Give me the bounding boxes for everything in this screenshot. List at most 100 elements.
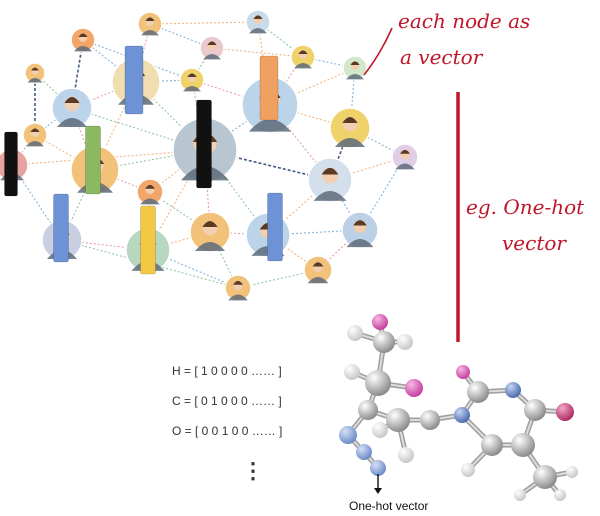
person-body <box>26 141 44 147</box>
molecule-caption: One-hot vector <box>349 499 428 513</box>
molecule-atom <box>339 426 357 444</box>
network-node <box>245 9 271 35</box>
network-node <box>341 211 379 249</box>
network-edge <box>71 107 96 171</box>
person-hair <box>342 117 358 123</box>
network-edge <box>211 47 304 58</box>
person-body <box>195 242 225 251</box>
network-node <box>179 67 205 93</box>
molecule-atom <box>420 410 440 430</box>
person-body <box>307 277 329 284</box>
network-edge <box>149 21 259 25</box>
person-body <box>346 239 374 248</box>
annotation-pointer <box>363 27 393 76</box>
encoding-hydrogen: H = [ 1 0 0 0 0 …… ] <box>172 364 282 378</box>
molecule-atom <box>372 314 388 330</box>
person-body <box>249 119 291 132</box>
molecule-atom <box>370 460 386 476</box>
network-node <box>199 35 225 61</box>
annotation-example-line1: eg. One-hot <box>466 195 585 219</box>
network-node <box>22 122 48 148</box>
person-body <box>183 86 201 92</box>
person-body <box>395 163 415 170</box>
molecule-atom <box>344 364 360 380</box>
person-body <box>313 191 347 201</box>
person-hair <box>353 220 367 226</box>
molecule-atom <box>511 433 535 457</box>
network-node <box>224 274 252 302</box>
person-body <box>27 78 43 83</box>
molecule-atoms <box>339 314 578 501</box>
node-vector-bar <box>196 99 212 189</box>
person-hair <box>350 61 360 65</box>
person-body <box>57 118 87 127</box>
network-node <box>24 62 46 84</box>
network-node <box>290 44 316 70</box>
molecule-atom <box>398 447 414 463</box>
person-hair <box>400 149 410 154</box>
node-vector-bar <box>267 192 283 262</box>
node-vector-bar <box>53 193 69 263</box>
annotation-example-line2: vector <box>502 231 567 255</box>
network-edge <box>149 23 213 49</box>
social-network-graph <box>0 9 419 302</box>
molecule-atom <box>566 466 578 478</box>
person-hair <box>30 128 40 132</box>
encoding-continuation: ⋮ <box>242 458 264 483</box>
network-node <box>51 87 93 129</box>
encoding-oxygen: O = [ 0 0 1 0 0 …… ] <box>172 424 282 438</box>
network-edge <box>11 164 63 241</box>
molecule-atom <box>505 382 521 398</box>
molecule-atom <box>347 325 363 341</box>
network-edge <box>61 239 239 289</box>
person-body <box>335 138 365 147</box>
molecule-atom <box>358 400 378 420</box>
person-hair <box>207 41 217 45</box>
person-body <box>249 28 267 34</box>
molecule-atom <box>405 379 423 397</box>
network-node <box>70 27 96 53</box>
node-vector-bar <box>140 205 156 275</box>
person-hair <box>187 73 197 77</box>
person-hair <box>145 184 155 189</box>
molecule-atom <box>467 381 489 403</box>
network-edge <box>82 39 193 81</box>
caption-arrow-head <box>374 488 382 494</box>
molecule-atom <box>365 370 391 396</box>
person-hair <box>321 167 339 175</box>
person-body <box>203 54 221 60</box>
node-vector-bar <box>85 125 101 195</box>
person-hair <box>312 262 324 267</box>
one-hot-encodings: H = [ 1 0 0 0 0 …… ] C = [ 0 1 0 0 0 …… … <box>172 364 282 483</box>
person-hair <box>233 280 243 285</box>
network-node <box>137 11 163 37</box>
molecule-atom <box>397 334 413 350</box>
person-body <box>140 198 160 205</box>
molecule-atom <box>554 489 566 501</box>
person-body <box>346 74 364 80</box>
person-hair <box>64 97 80 103</box>
encoding-carbon: C = [ 0 1 0 0 0 …… ] <box>172 394 282 408</box>
network-node <box>303 255 333 285</box>
person-hair <box>31 67 39 71</box>
network-node <box>329 107 371 149</box>
molecule-atom <box>524 399 546 421</box>
molecule-atom <box>481 434 503 456</box>
network-node <box>189 211 231 253</box>
molecule-atom <box>454 407 470 423</box>
annotation-node-vector-line1: each node as <box>398 9 530 33</box>
node-vector-bar <box>4 131 18 197</box>
molecule-atom <box>372 422 388 438</box>
network-nodes <box>0 9 419 302</box>
person-hair <box>253 15 263 19</box>
node-vector-bar <box>259 55 279 121</box>
network-node <box>342 55 368 81</box>
molecule-atom <box>514 489 526 501</box>
person-body <box>141 30 159 36</box>
molecule-atom <box>461 463 475 477</box>
molecule-atom <box>533 465 557 489</box>
person-body <box>228 294 248 301</box>
person-hair <box>298 50 308 54</box>
network-node <box>391 143 419 171</box>
